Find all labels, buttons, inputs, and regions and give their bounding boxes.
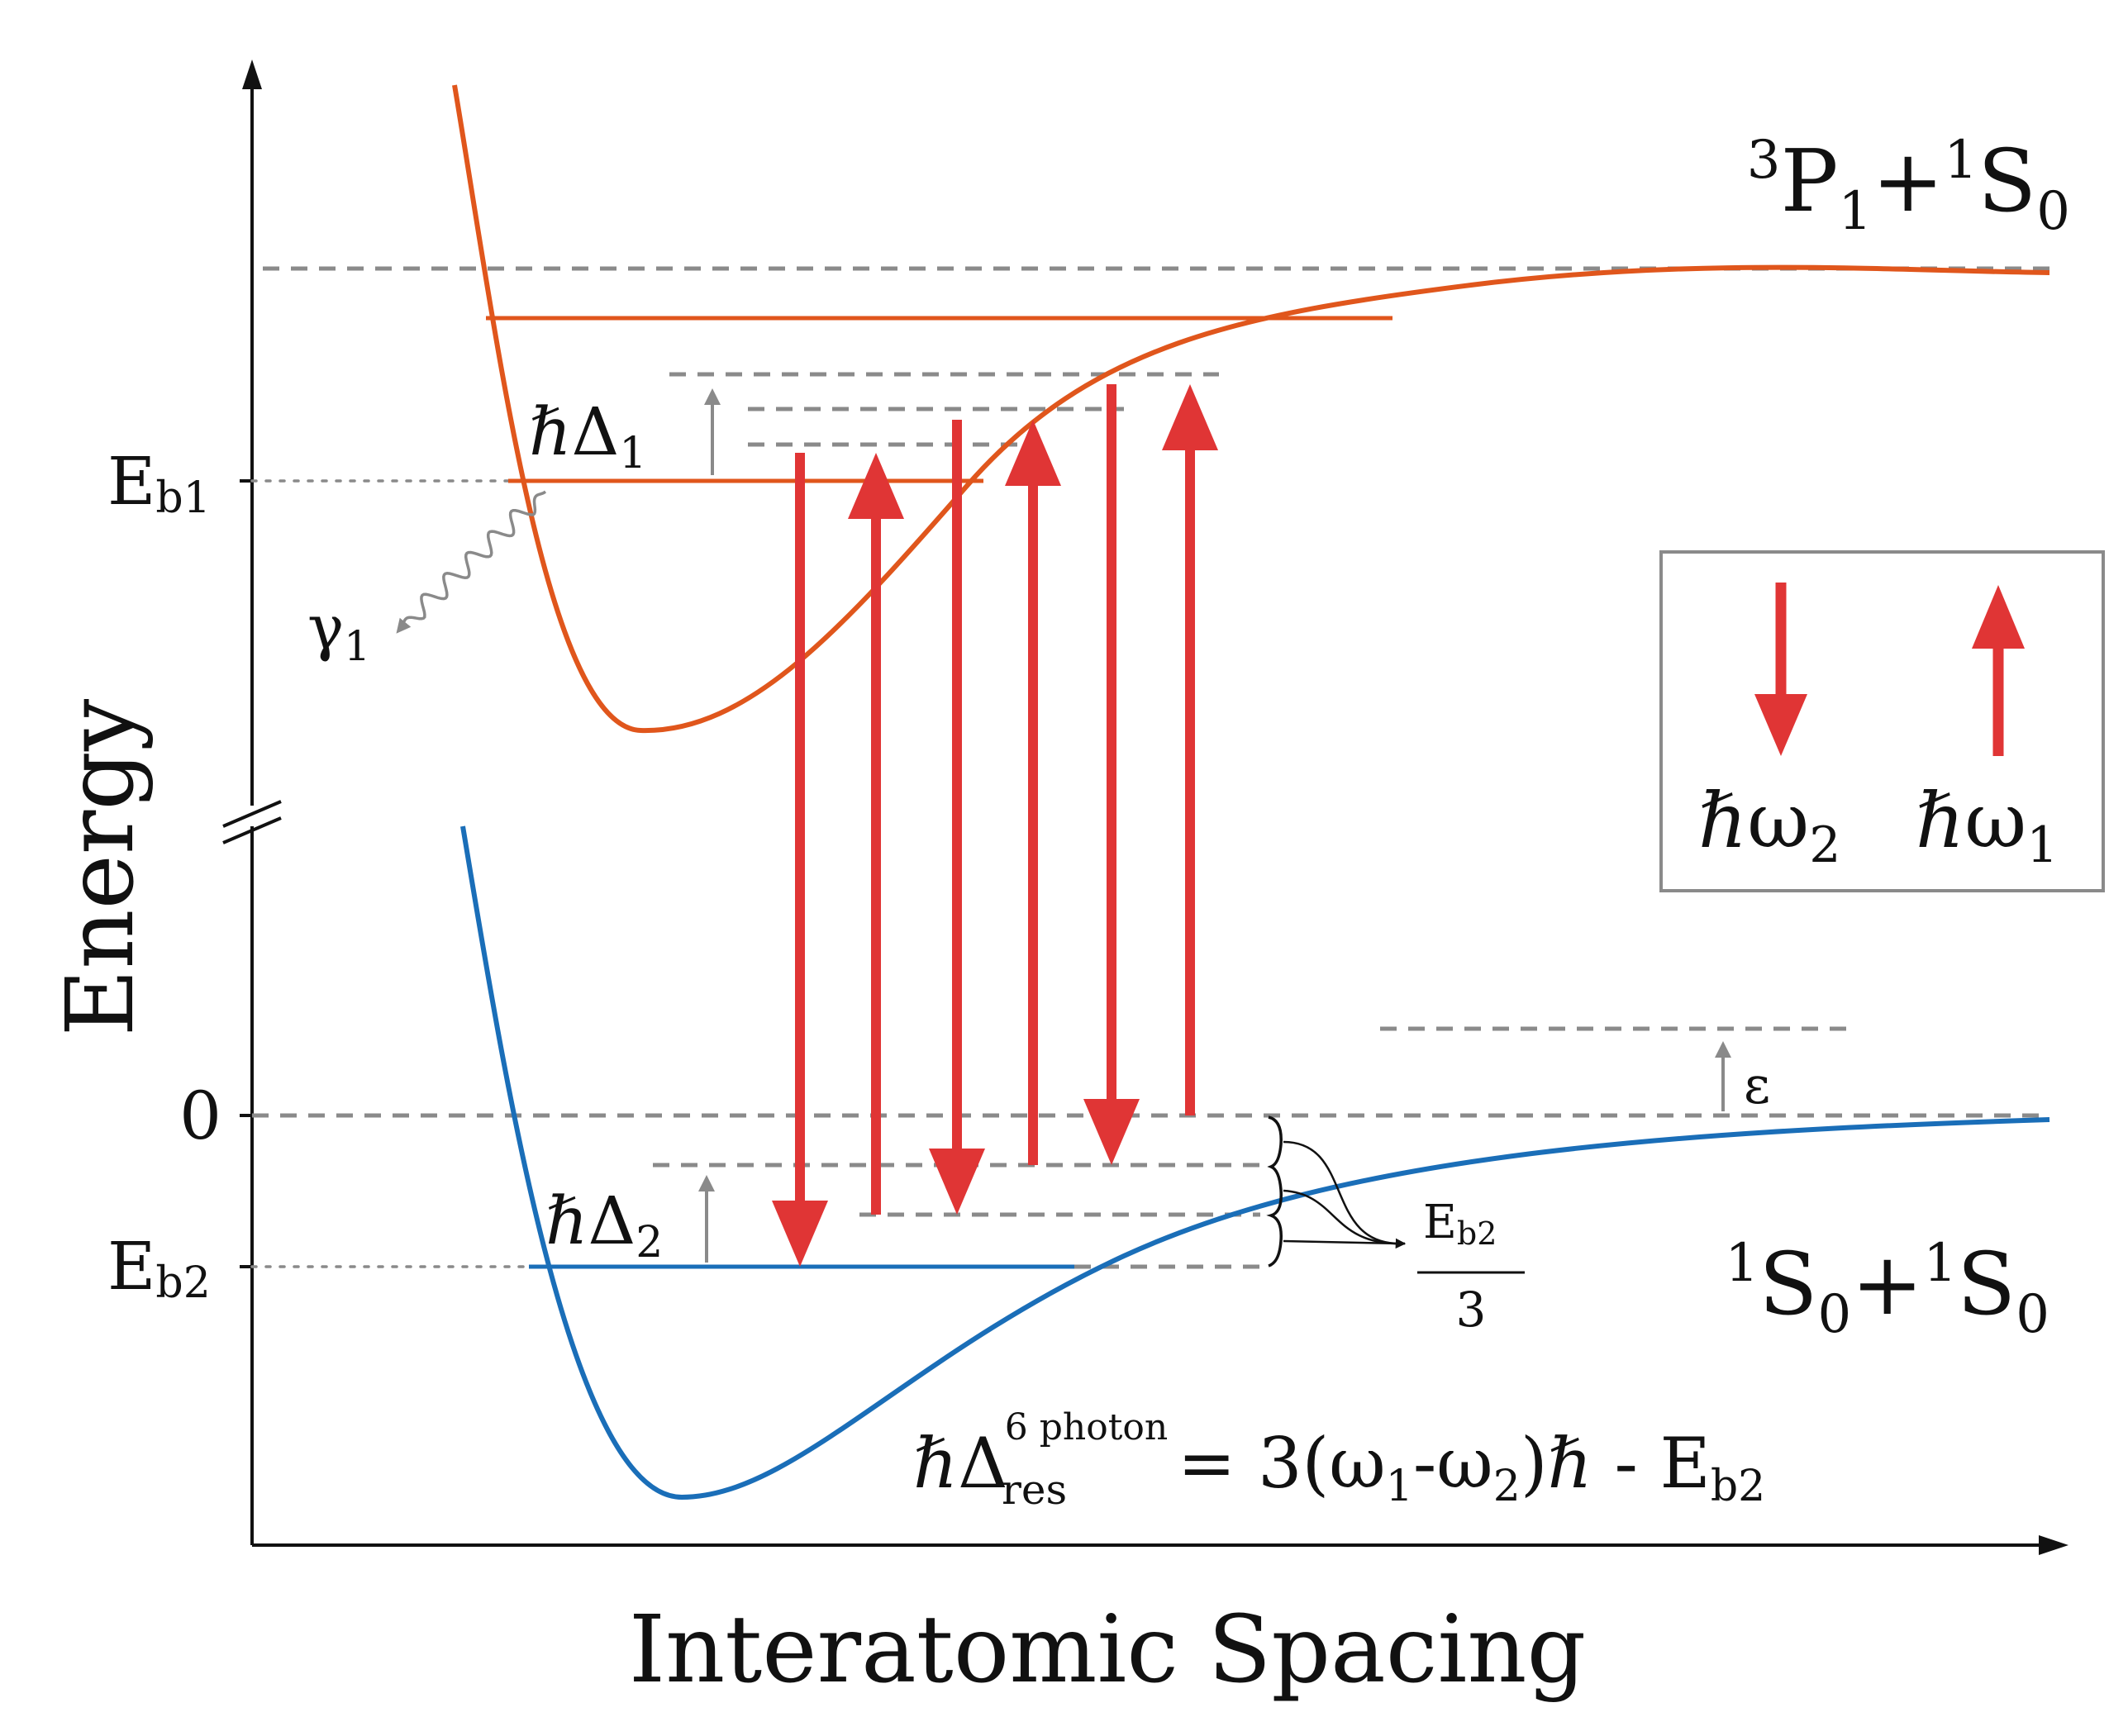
- brace: [1266, 1115, 1283, 1268]
- fraction-denominator: 3: [1456, 1282, 1487, 1338]
- axis-break-mark: [222, 816, 282, 844]
- legend-down-arrowhead: [1754, 694, 1807, 756]
- photon-arrow-up-head: [1162, 384, 1218, 450]
- delta1-label: ℏΔ1: [529, 393, 646, 478]
- brace-connector-arrow: [1283, 1238, 1407, 1249]
- tick-label-eb1: Eb1: [107, 443, 211, 523]
- brace-connector: [1283, 1140, 1406, 1245]
- upper-state-label: 3P1+1S0: [1747, 130, 2070, 242]
- tick-label-zero: 0: [179, 1077, 221, 1154]
- y-axis-label: Energy: [47, 699, 155, 1037]
- brace-connector: [1283, 1189, 1406, 1245]
- photon-arrow-up-head: [848, 453, 904, 519]
- legend: ℏω2 ℏω1: [1659, 550, 2105, 892]
- lower-state-label: 1S0+1S0: [1725, 1233, 2049, 1345]
- legend-up-arrowhead: [1972, 585, 2025, 649]
- epsilon-label: ε: [1744, 1055, 1770, 1115]
- fraction-numerator: Eb2: [1423, 1196, 1497, 1252]
- photon-arrow-down-head: [929, 1149, 985, 1215]
- photon-arrow-down-head: [772, 1201, 828, 1267]
- decay-wiggle-line: [396, 490, 547, 634]
- gamma1-label: γ1: [307, 592, 370, 670]
- delta2-label: ℏΔ2: [545, 1182, 663, 1268]
- photon-arrow-down-head: [1083, 1099, 1140, 1165]
- y-axis-arrowhead: [242, 59, 262, 89]
- photon-arrow-up-head: [1005, 420, 1061, 486]
- axis-break-mark: [222, 800, 282, 828]
- lower-potential-curve: [460, 825, 2050, 1501]
- legend-box: [1659, 550, 2105, 892]
- x-axis-label: Interatomic Spacing: [629, 1596, 1586, 1704]
- x-axis-arrowhead: [2039, 1535, 2068, 1555]
- reference-lines: [250, 266, 2049, 1269]
- tick-label-eb2: Eb2: [107, 1228, 211, 1308]
- legend-omega1-label: ℏω1: [1916, 777, 2058, 874]
- upper-potential-curve: [452, 84, 2050, 734]
- photon-arrows: [772, 384, 1218, 1267]
- legend-omega2-label: ℏω2: [1698, 777, 1840, 874]
- axes: [222, 59, 2068, 1555]
